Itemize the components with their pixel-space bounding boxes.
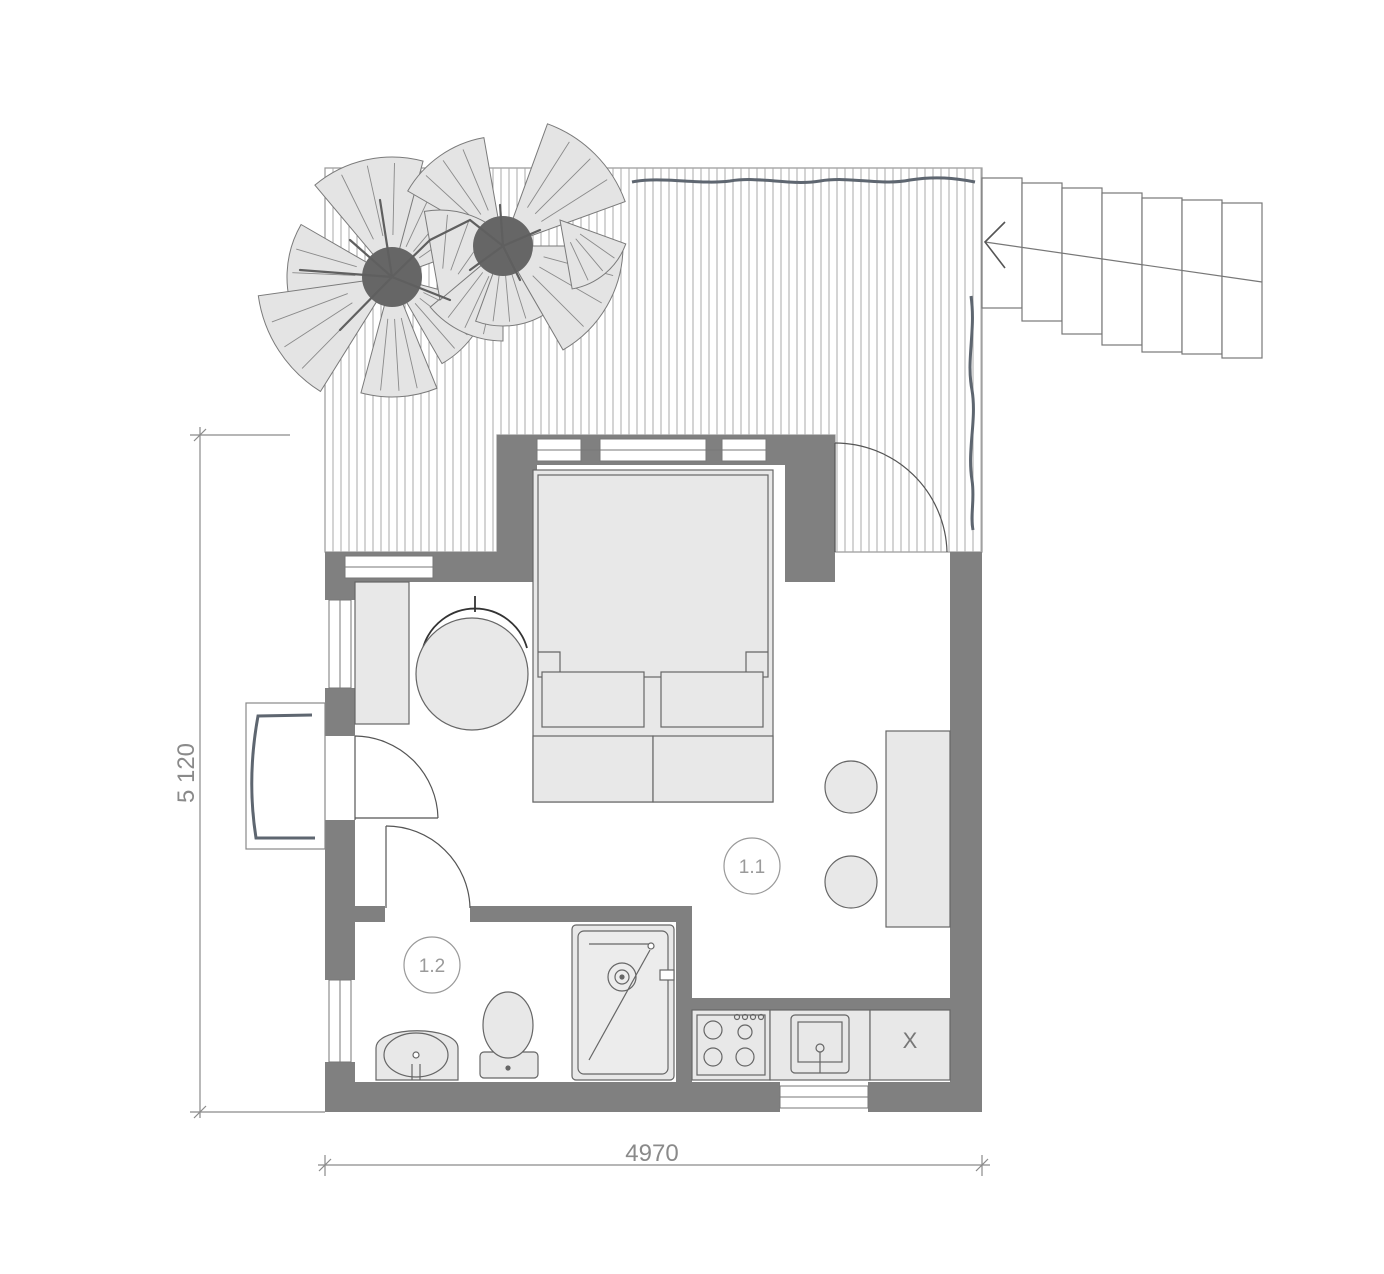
kitchen-sink	[769, 1009, 871, 1081]
shower	[571, 924, 675, 1081]
tree-leaf	[474, 244, 544, 327]
deck-railing	[631, 176, 976, 531]
width-label: 4970	[625, 1140, 678, 1167]
stool	[824, 760, 878, 814]
armchair	[415, 596, 529, 731]
windows	[328, 438, 869, 1109]
tree-branch	[378, 198, 394, 279]
height-label: 5 120	[173, 743, 200, 803]
tree-branch	[390, 238, 432, 279]
kitchen-cabinet-mark: X	[903, 1028, 918, 1053]
tree-branch	[348, 238, 394, 279]
room-tag-1-2: 1.2	[403, 936, 461, 994]
cooktop	[691, 1009, 771, 1081]
tree	[257, 123, 627, 398]
exterior-stairs	[981, 177, 1263, 359]
tree-canopy	[257, 123, 627, 398]
tree-branch	[498, 203, 505, 248]
furniture	[354, 469, 951, 1081]
tree-branch	[338, 275, 394, 332]
tree-branch	[468, 244, 505, 272]
tree-leaf	[314, 156, 424, 279]
double-bed	[532, 469, 774, 803]
tree-leaf	[257, 276, 393, 393]
tree-branch	[390, 275, 452, 302]
washbasin	[375, 1030, 459, 1081]
dimension-width	[318, 1155, 990, 1176]
tree-branch	[501, 244, 522, 282]
tree-branch	[428, 218, 472, 242]
svg-text:1.1: 1.1	[739, 857, 765, 878]
tree-leaf	[360, 275, 438, 398]
dimension-height	[190, 427, 325, 1119]
dresser	[354, 581, 410, 725]
doors	[354, 442, 948, 909]
kitchen-cabinet	[869, 1009, 951, 1081]
stool	[824, 855, 878, 909]
entrance-canopy	[245, 702, 326, 850]
toilet	[479, 991, 539, 1079]
tree-branch	[501, 228, 542, 248]
tree-branches	[298, 198, 542, 332]
stairs-direction-arrow	[983, 221, 1006, 269]
svg-text:1.2: 1.2	[419, 956, 445, 977]
room-tag-1-1: 1.1	[723, 837, 781, 895]
tree-branch	[298, 268, 394, 279]
dining-table	[885, 730, 951, 928]
tree-leaf	[502, 123, 626, 247]
tree-branch	[468, 218, 505, 248]
tree-leaf	[559, 219, 627, 290]
